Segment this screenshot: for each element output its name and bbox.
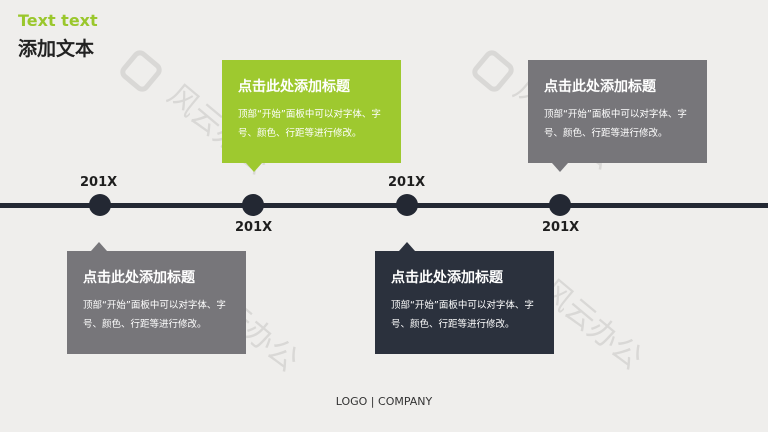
header-title-cn: 添加文本: [18, 38, 95, 60]
footer-logo-company: LOGO | COMPANY: [335, 395, 433, 408]
year-label: 201X: [388, 175, 426, 190]
card-title: 点击此处添加标题: [83, 270, 195, 286]
card-arrow: [552, 163, 568, 172]
card-title: 点击此处添加标题: [391, 270, 503, 286]
timeline-card: 点击此处添加标题 顶部“开始”面板中可以对字体、字号、颜色、行距等进行修改。: [67, 242, 246, 354]
header-title-en: Text text: [18, 11, 98, 30]
card-body: 顶部“开始”面板中可以对字体、字号、颜色、行距等进行修改。: [238, 109, 381, 139]
timeline-card: 点击此处添加标题 顶部“开始”面板中可以对字体、字号、颜色、行距等进行修改。: [528, 60, 707, 172]
timeline-node: [89, 194, 111, 216]
year-label: 201X: [80, 175, 118, 190]
timeline-card: 点击此处添加标题 顶部“开始”面板中可以对字体、字号、颜色、行距等进行修改。: [375, 242, 554, 354]
card-arrow: [91, 242, 107, 251]
card-arrow: [246, 163, 262, 172]
year-label: 201X: [235, 220, 273, 235]
timeline-card: 点击此处添加标题 顶部“开始”面板中可以对字体、字号、颜色、行距等进行修改。: [222, 60, 401, 172]
watermark-logo-icon: [117, 47, 165, 95]
watermark-logo-icon: [469, 47, 517, 95]
timeline-node: [242, 194, 264, 216]
card-body: 顶部“开始”面板中可以对字体、字号、颜色、行距等进行修改。: [83, 300, 226, 330]
timeline-node: [549, 194, 571, 216]
card-title: 点击此处添加标题: [238, 79, 350, 95]
card-title: 点击此处添加标题: [544, 79, 656, 95]
card-arrow: [399, 242, 415, 251]
card-body: 顶部“开始”面板中可以对字体、字号、颜色、行距等进行修改。: [544, 109, 687, 139]
timeline-node: [396, 194, 418, 216]
card-body: 顶部“开始”面板中可以对字体、字号、颜色、行距等进行修改。: [391, 300, 534, 330]
year-label: 201X: [542, 220, 580, 235]
timeline-line: [0, 203, 768, 208]
